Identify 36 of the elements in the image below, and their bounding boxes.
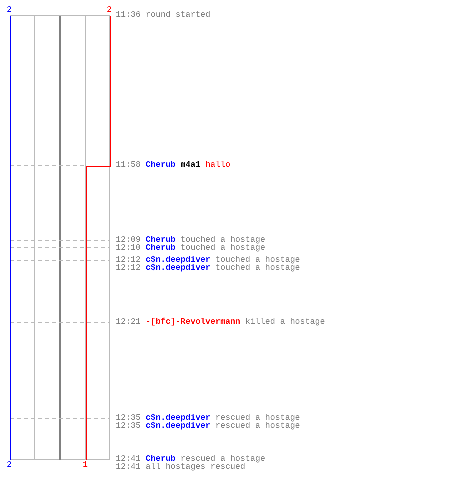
- event-text: touched a hostage: [180, 244, 266, 253]
- count-number: 1: [83, 461, 88, 470]
- player-name: -[bfc]-Revolvermann: [146, 318, 241, 327]
- player-name: c$n.deepdiver: [146, 422, 211, 431]
- event-text: round started: [146, 11, 211, 20]
- timestamp: 11:36: [116, 11, 141, 20]
- player-name: c$n.deepdiver: [146, 264, 211, 273]
- timestamp: 12:35: [116, 414, 141, 423]
- event-text: rescued a hostage: [180, 455, 266, 464]
- weapon-name: m4a1: [180, 161, 201, 170]
- timestamp: 12:41: [116, 463, 141, 472]
- player-name: Cherub: [146, 236, 176, 245]
- timestamp: 12:10: [116, 244, 141, 253]
- event-text: killed a hostage: [246, 318, 326, 327]
- event-text: rescued a hostage: [216, 422, 300, 431]
- timestamp: 11:58: [116, 161, 141, 170]
- event-text: touched a hostage: [180, 236, 266, 245]
- count-number: 2: [107, 6, 112, 15]
- event-text: touched a hostage: [216, 256, 300, 265]
- timestamp: 12:35: [116, 422, 141, 431]
- timestamp: 12:12: [116, 256, 141, 265]
- event-text: touched a hostage: [216, 264, 300, 273]
- count-number: 2: [7, 6, 12, 15]
- player-name: Cherub: [146, 244, 176, 253]
- timestamp: 12:41: [116, 455, 141, 464]
- event-text: rescued a hostage: [216, 414, 300, 423]
- count-number: 2: [7, 461, 12, 470]
- player-name: Cherub: [146, 455, 176, 464]
- player-name: c$n.deepdiver: [146, 256, 211, 265]
- timestamp: 12:12: [116, 264, 141, 273]
- event-text: all hostages rescued: [146, 463, 246, 472]
- timestamp: 12:21: [116, 318, 141, 327]
- timestamp: 12:09: [116, 236, 141, 245]
- chat-message: hallo: [206, 161, 231, 170]
- player-name: Cherub: [146, 161, 176, 170]
- player-name: c$n.deepdiver: [146, 414, 211, 423]
